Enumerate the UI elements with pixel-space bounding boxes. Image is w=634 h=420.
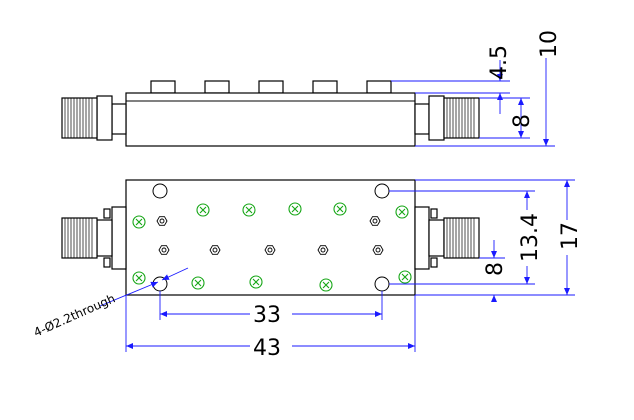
top-left-connector: [61, 95, 127, 141]
top-view-dimensions: [391, 58, 555, 147]
dim-hole-spacing-h: 33: [253, 303, 281, 328]
top-view-body: [125, 92, 416, 147]
dim-body-height: 17: [558, 222, 583, 250]
front-view: 17 13.4 8 33 43 4-Ø2.2through: [32, 179, 583, 361]
dim-front-conn: 8: [483, 262, 508, 276]
front-view-body: [125, 179, 416, 296]
lock-nuts: [156, 216, 384, 255]
dim-body-length: 43: [253, 336, 281, 361]
front-left-connector: [61, 206, 127, 270]
hole-note: 4-Ø2.2through: [32, 291, 118, 339]
front-view-dimensions: [99, 179, 575, 352]
top-right-connector: [414, 95, 480, 141]
dim-top-conn: 8: [510, 114, 535, 128]
dim-top-height-a: 4.5: [487, 45, 512, 80]
dim-top-height-b: 10: [537, 30, 562, 58]
tuning-screws: [132, 202, 412, 292]
top-view: 4.5 10 8: [61, 30, 562, 147]
top-tuning-bosses: [150, 80, 392, 94]
dim-hole-spacing-v: 13.4: [518, 213, 543, 262]
front-right-connector: [414, 206, 480, 270]
